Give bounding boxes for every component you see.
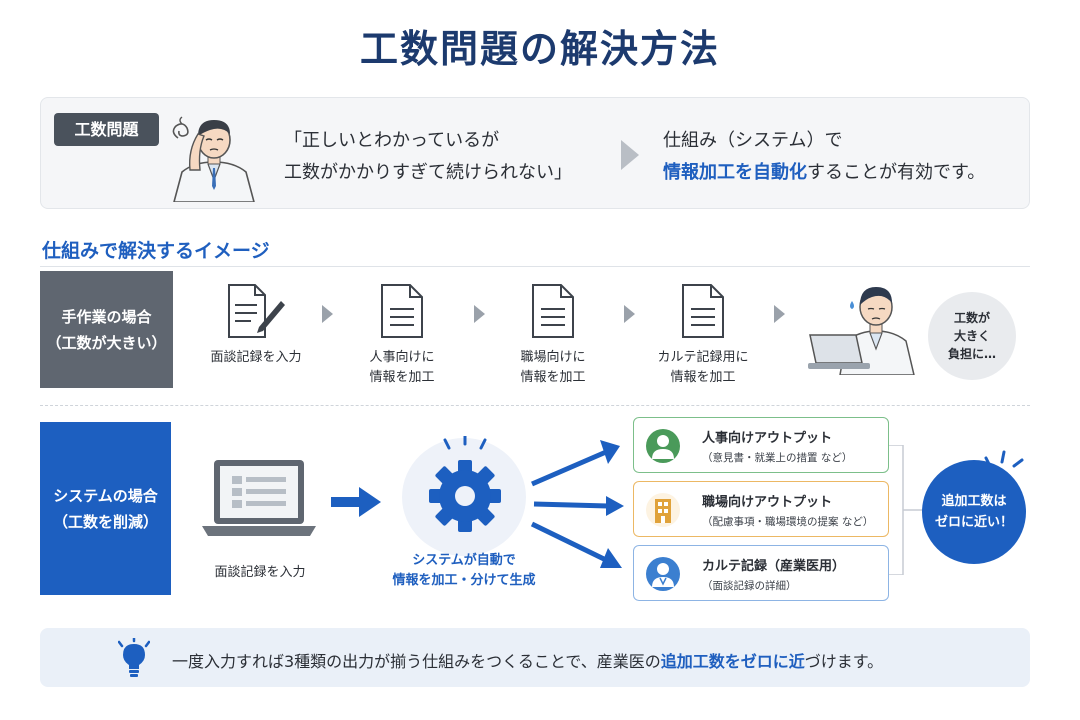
- manual-step-caption: 人事向けに 情報を加工: [369, 350, 435, 385]
- solution-highlight: 情報加工を自動化: [663, 162, 807, 183]
- system-input-caption: 面談記録を入力: [214, 565, 306, 580]
- system-label-line1: システムの場合: [53, 486, 158, 505]
- manual-label-line1: 手作業の場合: [61, 307, 152, 326]
- manual-case-label: 手作業の場合 （工数が大きい）: [40, 271, 173, 388]
- output-subtitle: （配慮事項・職場環境の提案 など）: [702, 516, 874, 528]
- solution-rest: することが有効です。: [807, 162, 986, 183]
- output-title: カルテ記録（産業医用）: [702, 559, 846, 574]
- problem-tag: 工数問題: [54, 113, 159, 146]
- arrow-right-icon: [331, 487, 381, 517]
- step-arrow-icon: [474, 305, 485, 323]
- doctor-icon: [646, 557, 680, 591]
- building-icon: [646, 493, 680, 527]
- troubled-doctor-icon: [172, 116, 255, 202]
- section-heading: 仕組みで解決するイメージ: [42, 240, 270, 262]
- problem-quote-line2: 工数がかかりすぎて続けられない」: [284, 162, 572, 183]
- output-card-hr: 人事向けアウトプット （意見書・就業上の措置 など）: [633, 417, 889, 473]
- system-label-line2: （工数を削減）: [52, 512, 158, 531]
- step-arrow-icon: [624, 305, 635, 323]
- system-case-label: システムの場合 （工数を削減）: [40, 422, 171, 595]
- step-arrow-icon: [322, 305, 333, 323]
- person-icon: [646, 429, 680, 463]
- output-subtitle: （意見書・就業上の措置 など）: [702, 452, 853, 464]
- manual-step-caption: 面談記録を入力: [210, 350, 302, 365]
- document-icon: [532, 284, 574, 338]
- output-subtitle: （面談記録の詳細）: [702, 580, 797, 592]
- laptop-icon: [202, 460, 316, 536]
- output-bracket: [889, 445, 923, 575]
- stressed-doctor-laptop-icon: [808, 287, 915, 375]
- solution-line1: 仕組み（システム）で: [663, 130, 843, 151]
- burden-badge: 工数が 大きく 負担に…: [928, 292, 1016, 380]
- fan-out-arrows: [530, 440, 624, 568]
- section-divider: [40, 266, 1030, 267]
- output-title: 職場向けアウトプット: [702, 495, 833, 510]
- manual-label-line2: （工数が大きい）: [46, 333, 167, 352]
- step-arrow-icon: [774, 305, 785, 323]
- summary-text: 一度入力すれば3種類の出力が揃う仕組みをつくることで、産業医の追加工数をゼロに近…: [172, 652, 884, 671]
- document-icon: [381, 284, 423, 338]
- page-title: 工数問題の解決方法: [359, 27, 720, 71]
- summary-panel: [40, 628, 1030, 687]
- output-card-medical-record: カルテ記録（産業医用） （面談記録の詳細）: [633, 545, 889, 601]
- document-edit-icon: [228, 284, 285, 338]
- output-title: 人事向けアウトプット: [702, 431, 833, 446]
- output-card-workplace: 職場向けアウトプット （配慮事項・職場環境の提案 など）: [633, 481, 889, 537]
- manual-step-caption: 職場向けに 情報を加工: [520, 350, 586, 385]
- document-icon: [682, 284, 724, 338]
- chevron-right-icon: [621, 140, 639, 170]
- solution-line2: 情報加工を自動化することが有効です。: [663, 158, 985, 184]
- row-divider: [40, 405, 1030, 406]
- zero-effort-badge: 追加工数は ゼロに近い！: [922, 460, 1026, 564]
- lightbulb-icon: [118, 638, 150, 677]
- gear-icon: [429, 436, 501, 532]
- manual-step-caption: カルテ記録用に 情報を加工: [657, 350, 749, 385]
- gear-caption: システムが自動で 情報を加工・分けて生成: [392, 553, 536, 588]
- problem-quote-line1: 「正しいとわかっているが: [284, 130, 500, 151]
